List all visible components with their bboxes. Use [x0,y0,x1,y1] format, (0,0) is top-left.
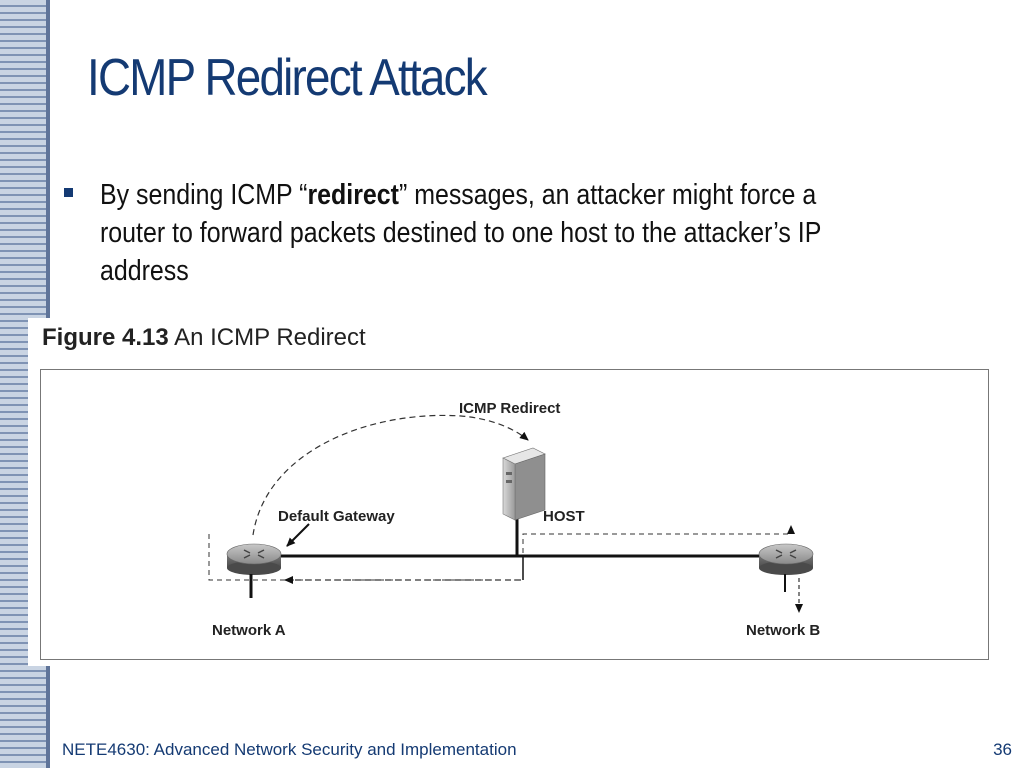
bullet-suffix: ” messages, an attacker might force a ro… [100,179,821,287]
icmp-redirect-label: ICMP Redirect [459,400,560,417]
host-label: HOST [543,508,585,525]
square-bullet-icon [64,188,73,197]
bullet-text: By sending ICMP “redirect” messages, an … [100,176,874,290]
bullet-bold-term: redirect [307,179,399,211]
footer-course-name: NETE4630: Advanced Network Security and … [62,740,517,759]
router-b-icon [758,543,814,575]
network-diagram: ICMP Redirect Default Gateway HOST Netwo… [208,400,820,639]
network-a-label: Network A [212,622,286,639]
bullet-prefix: By sending ICMP “ [100,179,308,211]
router-a-icon [226,543,282,575]
default-gateway-label: Default Gateway [278,508,395,525]
network-b-label: Network B [746,622,820,639]
traffic-dashed-path [208,525,795,581]
gateway-pointer-arrow [286,523,310,547]
page-number: 36 [993,740,1012,759]
server-host-icon [502,447,546,521]
figure-caption: Figure 4.13 An ICMP Redirect [42,324,366,352]
icmp-redirect-arc [252,414,529,536]
figure-frame: ICMP Redirect Default Gateway HOST Netwo… [40,369,989,660]
slide-title: ICMP Redirect Attack [87,49,488,107]
figure: Figure 4.13 An ICMP Redirect [28,318,1000,666]
figure-title: An ICMP Redirect [174,324,366,351]
figure-number: Figure 4.13 [42,324,169,351]
